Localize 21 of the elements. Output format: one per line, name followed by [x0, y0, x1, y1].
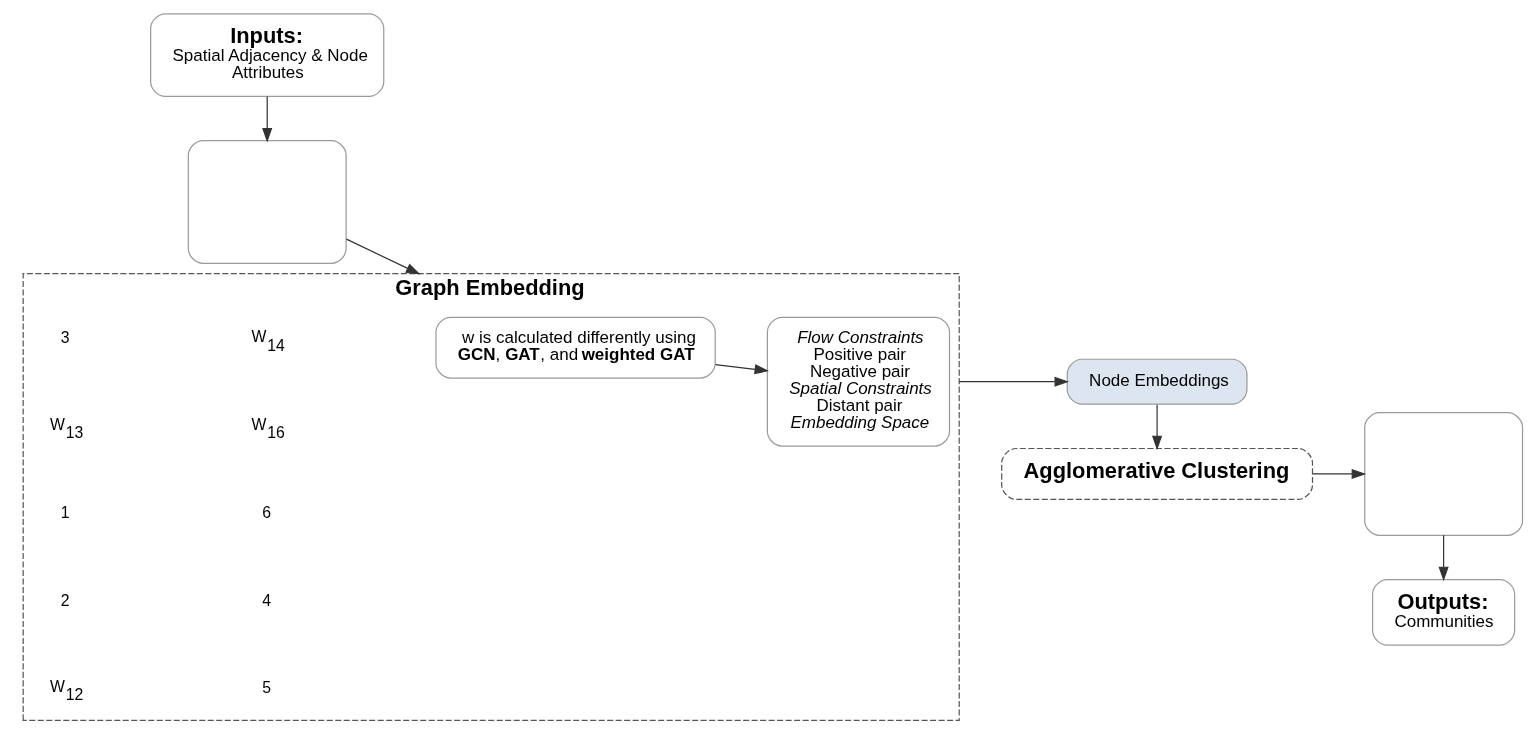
node-box: Flow Constraints Positive pair Negative pair Spatial Constraints Distant pair Embedding Space	[766, 316, 951, 447]
label: 4	[262, 591, 272, 609]
node-box: w is calculated differently using GCN, GAT, and weighted GAT	[435, 316, 716, 379]
label: 2	[60, 591, 70, 609]
node-box: Inputs: Spatial Adjacency & Node Attributes	[150, 12, 385, 97]
node-box: Outputs: Communities	[1372, 578, 1516, 646]
arrow	[262, 95, 273, 142]
arrow	[1312, 468, 1367, 479]
node-box	[187, 139, 347, 264]
label: 5	[262, 678, 272, 696]
label: 6	[262, 503, 272, 521]
arrow	[958, 376, 1070, 387]
arrow	[1438, 534, 1449, 581]
label: 1	[60, 503, 70, 521]
node-box: Agglomerative Clustering	[1001, 447, 1314, 500]
arrow	[1152, 403, 1163, 450]
node-box: Node Embeddings	[1066, 358, 1248, 405]
node-box	[1364, 411, 1524, 536]
arrow	[345, 238, 421, 274]
label: 3	[60, 328, 70, 346]
arrow	[714, 363, 770, 374]
